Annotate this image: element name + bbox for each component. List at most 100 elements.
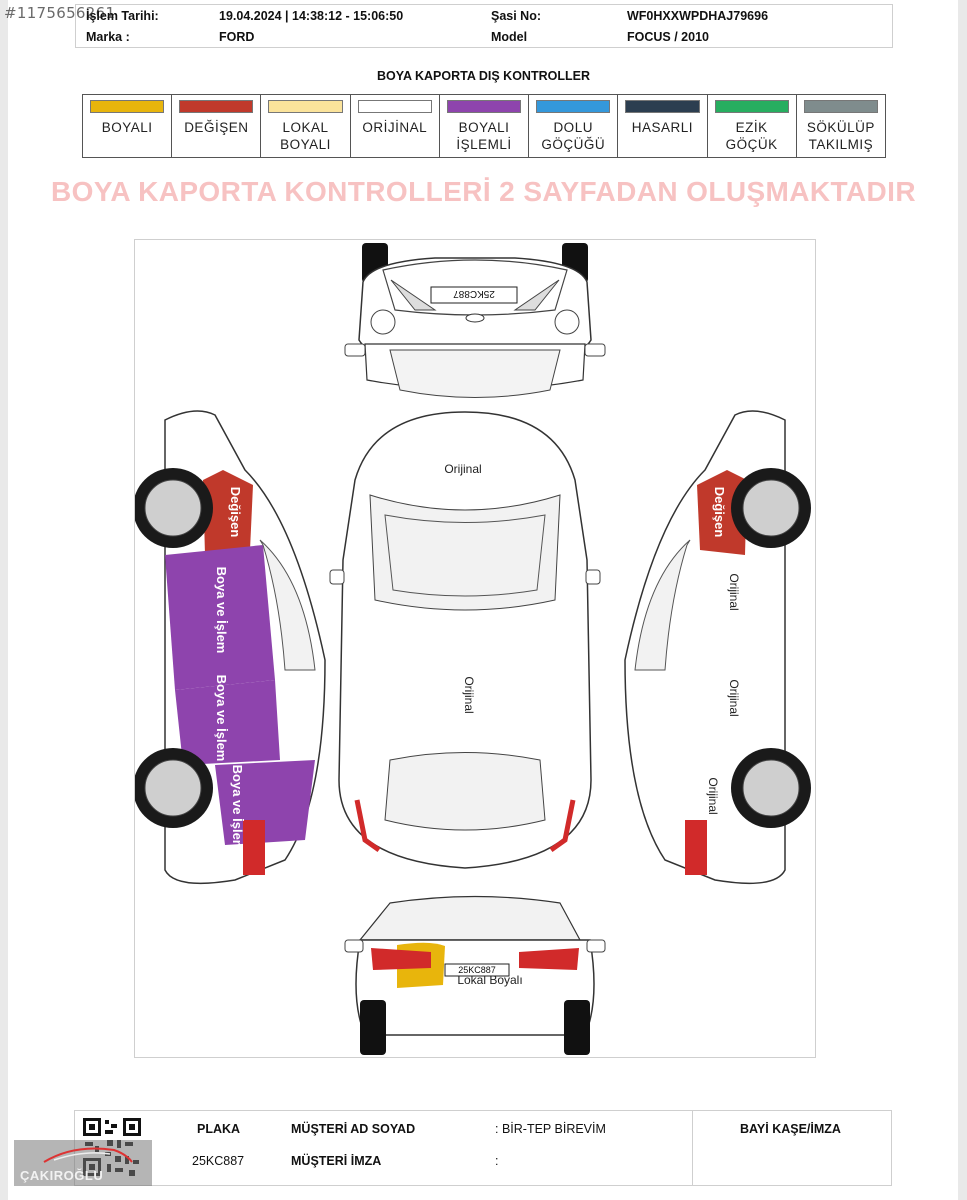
right-taillight — [685, 820, 707, 875]
model-label: Model — [491, 30, 528, 44]
front-view: 25KC887 — [344, 243, 606, 398]
legend-label: BOYALI İŞLEMLİ — [456, 120, 512, 152]
right-front-door-label: Orijinal — [727, 573, 741, 610]
legend-title: BOYA KAPORTA DIŞ KONTROLLER — [377, 69, 590, 83]
right-side-view: Değişen Orijinal Orijinal Orijinal — [624, 410, 811, 885]
musteri-imza-label: MÜŞTERİ İMZA — [291, 1154, 382, 1168]
top-right-mirror — [585, 569, 601, 585]
right-rear-rim — [742, 759, 800, 817]
rear-trunk-label: Lokal Boyalı — [457, 973, 522, 987]
marka-label: Marka : — [86, 30, 130, 44]
left-side-view: Değişen Boya ve İşlem Boya ve İşlem Boya… — [135, 410, 326, 885]
legend-item: BOYALI — [83, 95, 173, 157]
rear-right-tire — [564, 1000, 590, 1055]
right-quarter-label: Orijinal — [706, 777, 720, 814]
left-taillight — [243, 820, 265, 875]
front-plate-text: 25KC887 — [453, 288, 495, 299]
left-front-door-painted — [165, 545, 275, 690]
legend-swatch — [357, 100, 432, 113]
front-left-foglight — [370, 309, 396, 335]
rear-plate-text: 25KC887 — [458, 965, 496, 975]
rear-plate — [444, 963, 510, 977]
legend-item: ORİJİNAL — [351, 95, 440, 157]
front-right-foglight — [554, 309, 580, 335]
right-front-rim — [742, 479, 800, 537]
top-view: Orijinal Orijinal — [329, 411, 601, 869]
front-left-mirror — [344, 343, 366, 357]
sasi-value: WF0HXXWPDHAJ79696 — [627, 9, 769, 23]
plaka-label: PLAKA — [197, 1122, 241, 1136]
color-legend: BOYALI DEĞİŞEN LOKAL BOYALI ORİJİNAL BOYALI … — [82, 94, 886, 158]
ford-logo-icon — [465, 313, 485, 323]
car-body-diagram: 25KC887 Orijinal Orijinal Değişen — [134, 239, 816, 1058]
left-rear-door-painted — [175, 680, 280, 765]
right-fender-changed — [697, 470, 747, 555]
footer-divider — [692, 1111, 693, 1185]
rear-left-tire — [360, 1000, 386, 1055]
left-fender-label: Değişen — [228, 487, 243, 538]
front-windshield — [389, 349, 561, 398]
legend-item: DOLU GÖÇÜĞÜ — [529, 95, 619, 157]
legend-item: EZİK GÖÇÜK — [708, 95, 797, 157]
top-left-mirror — [329, 569, 345, 585]
legend-label: LOKAL BOYALI — [280, 120, 331, 152]
rear-right-taillight — [519, 948, 579, 970]
top-sunroof — [384, 514, 546, 597]
legend-label: DEĞİŞEN — [184, 120, 249, 135]
car-diagram-svg: 25KC887 Orijinal Orijinal Değişen — [135, 243, 811, 1055]
legend-item: DEĞİŞEN — [172, 95, 262, 157]
top-left-taillight — [354, 799, 381, 853]
top-roof-label: Orijinal — [462, 676, 476, 713]
signature-footer: PLAKA 25KC887 MÜŞTERİ AD SOYAD : BİR-TEP… — [74, 1110, 892, 1186]
plaka-value: 25KC887 — [192, 1154, 245, 1168]
rear-left-mirror — [344, 939, 364, 953]
left-quarter-painted — [215, 760, 315, 845]
legend-swatch — [90, 100, 165, 113]
legend-swatch — [268, 100, 343, 113]
front-plate — [430, 286, 518, 304]
dealer-watermark-text: ÇAKIROĞLU — [20, 1168, 104, 1183]
legend-label: HASARLI — [631, 120, 694, 135]
legend-label: DOLU GÖÇÜĞÜ — [541, 120, 606, 152]
legend-swatch — [714, 100, 789, 113]
dealer-watermark: ÇAKIROĞLU — [14, 1140, 152, 1186]
legend-swatch — [446, 100, 522, 113]
musteri-ad-value: : BİR-TEP BİREVİM — [495, 1122, 606, 1136]
left-fender-changed — [203, 470, 253, 555]
top-right-taillight — [549, 799, 576, 853]
right-rear-door-label: Orijinal — [727, 679, 741, 716]
musteri-ad-label: MÜŞTERİ AD SOYAD — [291, 1122, 416, 1136]
right-windows — [634, 539, 691, 671]
left-windows — [259, 539, 316, 671]
islem-label: İşlem Tarihi: — [86, 9, 159, 23]
rear-right-mirror — [586, 939, 606, 953]
legend-item: LOKAL BOYALI — [261, 95, 351, 157]
musteri-imza-value: : — [495, 1154, 499, 1168]
legend-item: BOYALI İŞLEMLİ — [440, 95, 530, 157]
legend-label: ORİJİNAL — [362, 120, 428, 135]
model-value: FOCUS / 2010 — [627, 30, 709, 44]
legend-item: SÖKÜLÜP TAKILMIŞ — [797, 95, 885, 157]
marka-value: FORD — [219, 30, 255, 44]
left-front-door-label: Boya ve İşlem — [214, 567, 229, 654]
islem-value: 19.04.2024 | 14:38:12 - 15:06:50 — [219, 9, 404, 23]
sasi-label: Şasi No: — [491, 9, 542, 23]
bayi-kase-label: BAYİ KAŞE/İMZA — [740, 1122, 841, 1136]
left-quarter-label: Boya ve İşlem — [230, 765, 245, 852]
legend-swatch — [179, 100, 254, 113]
legend-swatch — [803, 100, 878, 113]
right-fender-label: Değişen — [712, 487, 727, 538]
top-hood-label: Orijinal — [444, 462, 481, 476]
front-right-mirror — [584, 343, 606, 357]
legend-label: EZİK GÖÇÜK — [725, 120, 778, 152]
vehicle-info-header: İşlem Tarihi: 19.04.2024 | 14:38:12 - 15… — [75, 4, 893, 48]
legend-swatch — [625, 100, 700, 113]
legend-swatch — [536, 100, 611, 113]
front-left-headlight — [390, 279, 437, 311]
front-right-headlight — [513, 279, 560, 311]
rear-left-taillight — [371, 948, 431, 970]
legend-item: HASARLI — [618, 95, 708, 157]
rear-view: 25KC887 Lokal Boyalı — [344, 895, 606, 1055]
legend-label: SÖKÜLÜP TAKILMIŞ — [806, 120, 875, 152]
left-front-rim — [144, 479, 202, 537]
